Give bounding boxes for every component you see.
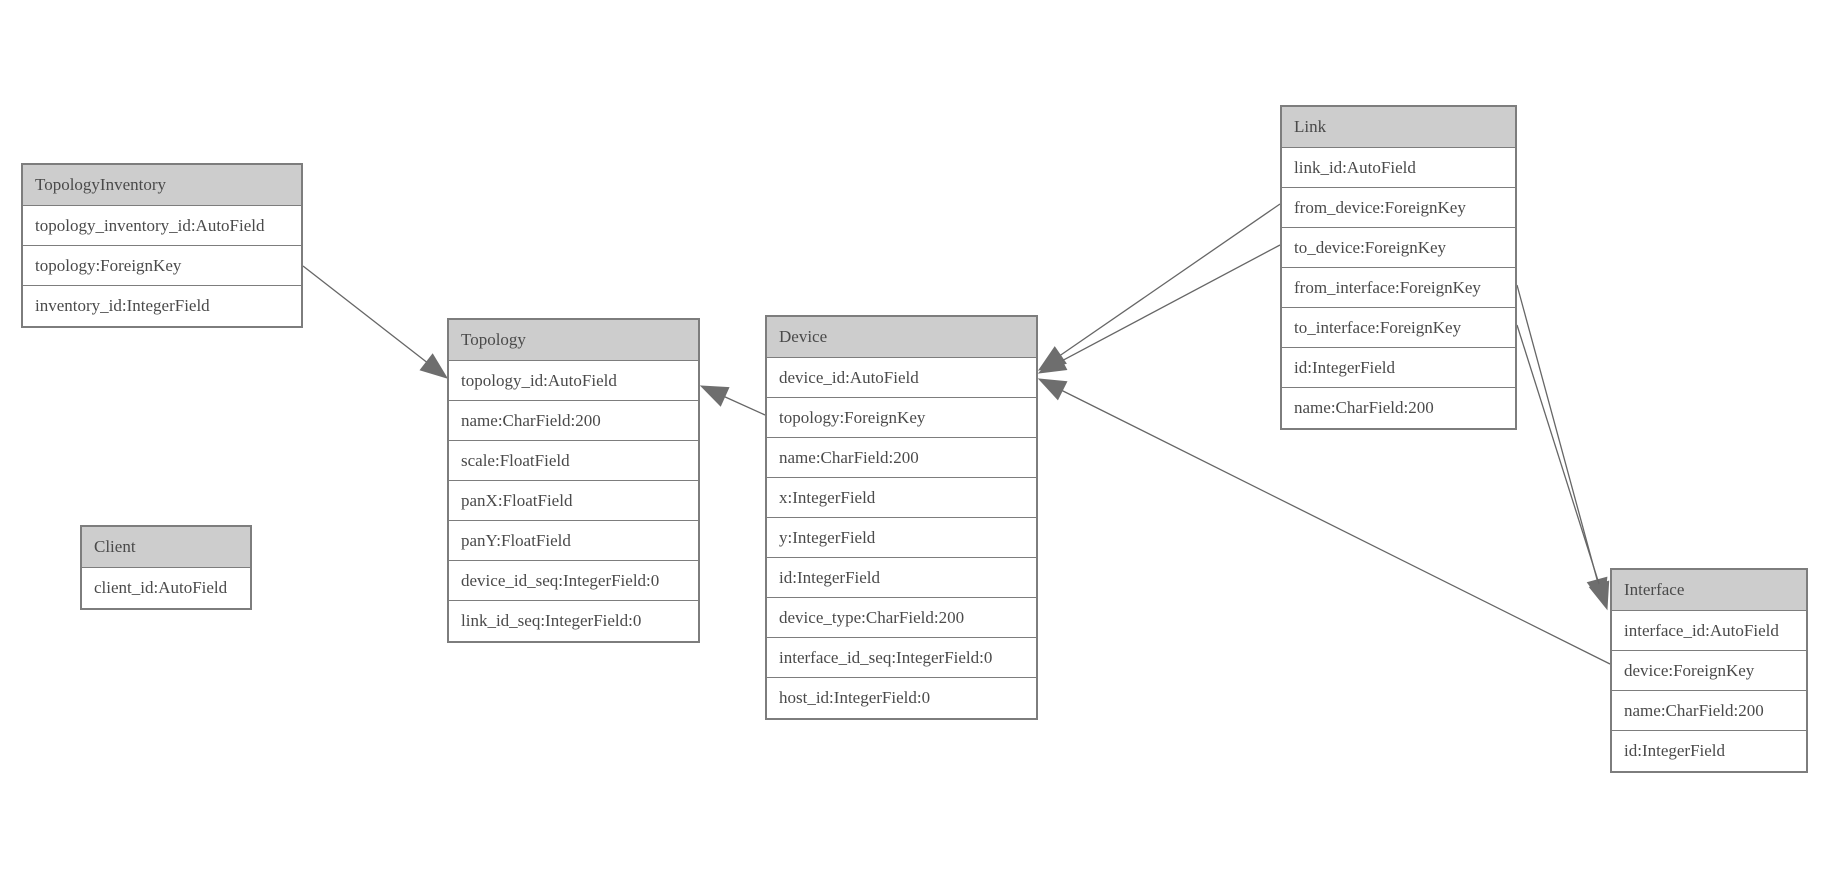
relationship-edge-device-topology-to-topology — [699, 385, 766, 416]
entity-field-row: panX:FloatField — [449, 481, 698, 521]
entity-field-list: device_id:AutoField topology:ForeignKey … — [767, 358, 1036, 718]
entity-client: Client client_id:AutoField — [80, 525, 252, 610]
entity-field-row: name:CharField:200 — [1612, 691, 1806, 731]
relationship-edge-link-from_device-to-device — [1037, 203, 1281, 371]
entity-field-row: id:IntegerField — [1282, 348, 1515, 388]
entity-title: Topology — [449, 320, 698, 361]
entity-device: Device device_id:AutoField topology:Fore… — [765, 315, 1038, 720]
arrowhead-icon — [699, 385, 730, 407]
entity-field-list: link_id:AutoField from_device:ForeignKey… — [1282, 148, 1515, 428]
entity-field-row: scale:FloatField — [449, 441, 698, 481]
entity-field-row: client_id:AutoField — [82, 568, 250, 608]
relationship-edge-link-from_interface-to-interface — [1516, 284, 1608, 607]
relationship-edge-link-to_device-to-device — [1037, 244, 1281, 374]
entity-field-row: link_id:AutoField — [1282, 148, 1515, 188]
entity-field-row: device_id:AutoField — [767, 358, 1036, 398]
entity-topology-inventory: TopologyInventory topology_inventory_id:… — [21, 163, 303, 328]
entity-field-row: topology:ForeignKey — [767, 398, 1036, 438]
entity-link: Link link_id:AutoField from_device:Forei… — [1280, 105, 1517, 430]
entity-field-row: device_id_seq:IntegerField:0 — [449, 561, 698, 601]
entity-title: Device — [767, 317, 1036, 358]
arrowhead-icon — [1037, 346, 1067, 371]
entity-field-row: id:IntegerField — [767, 558, 1036, 598]
entity-field-list: interface_id:AutoField device:ForeignKey… — [1612, 611, 1806, 771]
entity-field-row: to_interface:ForeignKey — [1282, 308, 1515, 348]
entity-field-row: id:IntegerField — [1612, 731, 1806, 771]
entity-field-row: from_interface:ForeignKey — [1282, 268, 1515, 308]
arrowhead-icon — [1037, 378, 1068, 401]
entity-field-row: interface_id:AutoField — [1612, 611, 1806, 651]
entity-title: Interface — [1612, 570, 1806, 611]
entity-topology: Topology topology_id:AutoField name:Char… — [447, 318, 700, 643]
arrowhead-icon — [1588, 580, 1610, 611]
entity-title: Client — [82, 527, 250, 568]
arrowhead-icon — [419, 353, 449, 379]
entity-field-row: topology_id:AutoField — [449, 361, 698, 401]
entity-field-row: host_id:IntegerField:0 — [767, 678, 1036, 718]
entity-field-list: topology_id:AutoField name:CharField:200… — [449, 361, 698, 641]
entity-field-row: from_device:ForeignKey — [1282, 188, 1515, 228]
arrowhead-icon — [1586, 576, 1608, 607]
entity-field-row: topology_inventory_id:AutoField — [23, 206, 301, 246]
entity-field-row: link_id_seq:IntegerField:0 — [449, 601, 698, 641]
entity-field-list: client_id:AutoField — [82, 568, 250, 608]
entity-field-row: name:CharField:200 — [1282, 388, 1515, 428]
entity-field-row: to_device:ForeignKey — [1282, 228, 1515, 268]
entity-field-list: topology_inventory_id:AutoField topology… — [23, 206, 301, 326]
entity-field-row: y:IntegerField — [767, 518, 1036, 558]
arrowhead-icon — [1037, 351, 1068, 374]
entity-field-row: topology:ForeignKey — [23, 246, 301, 286]
entity-title: TopologyInventory — [23, 165, 301, 206]
entity-interface: Interface interface_id:AutoField device:… — [1610, 568, 1808, 773]
entity-field-row: x:IntegerField — [767, 478, 1036, 518]
entity-field-row: inventory_id:IntegerField — [23, 286, 301, 326]
entity-field-row: name:CharField:200 — [449, 401, 698, 441]
entity-title: Link — [1282, 107, 1515, 148]
entity-field-row: device:ForeignKey — [1612, 651, 1806, 691]
entity-field-row: interface_id_seq:IntegerField:0 — [767, 638, 1036, 678]
entity-field-row: panY:FloatField — [449, 521, 698, 561]
entity-field-row: device_type:CharField:200 — [767, 598, 1036, 638]
entity-field-row: name:CharField:200 — [767, 438, 1036, 478]
relationship-edge-link-to_interface-to-interface — [1516, 324, 1610, 611]
relationship-edge-topologyinventory-topology-to-topology — [302, 265, 449, 379]
